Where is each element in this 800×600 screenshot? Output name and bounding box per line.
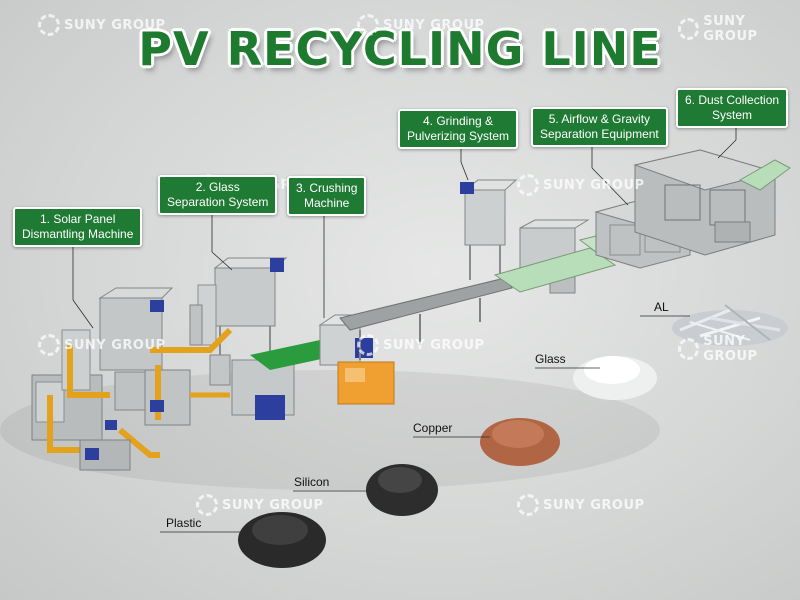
silicon-pile <box>366 464 438 516</box>
gear-logo-icon <box>678 18 700 40</box>
watermark: SUNY GROUP <box>38 14 166 36</box>
watermark: SUNY GROUP <box>678 334 800 364</box>
watermark: SUNY GROUP <box>517 174 645 196</box>
copper-pile <box>480 418 560 466</box>
watermark: SUNY GROUP <box>196 494 324 516</box>
watermark: SUNY GROUP <box>678 14 800 44</box>
gear-logo-icon <box>38 14 60 36</box>
gear-logo-icon <box>196 494 218 516</box>
step-4-label: 4. Grinding & Pulverizing System <box>398 109 519 149</box>
step-2-label: 2. Glass Separation System <box>158 175 278 215</box>
glass-separation-system <box>144 257 288 426</box>
gear-logo-icon <box>678 338 700 360</box>
step-6-label: 6. Dust Collection System <box>676 88 789 128</box>
watermark: SUNY GROUP <box>517 494 645 516</box>
inclined-conveyor <box>339 277 513 360</box>
plastic-pile <box>238 512 326 568</box>
watermark: SUNY GROUP <box>38 334 166 356</box>
watermark: SUNY GROUP <box>357 334 485 356</box>
gear-logo-icon <box>517 494 539 516</box>
gear-logo-icon <box>38 334 60 356</box>
step-5-label: 5. Airflow & Gravity Separation Equipmen… <box>531 107 668 147</box>
glass-pile <box>573 356 657 400</box>
material-label-silicon: Silicon <box>294 475 330 489</box>
material-label-plastic: Plastic <box>166 516 202 530</box>
gear-logo-icon <box>517 174 539 196</box>
step-1-label: 1. Solar Panel Dismantling Machine <box>13 207 143 247</box>
watermark: SUNY GROUP <box>357 14 485 36</box>
material-label-copper: Copper <box>413 421 453 435</box>
al-pile <box>672 304 788 346</box>
page-title: PV RECYCLING LINE <box>138 22 662 76</box>
gear-logo-icon <box>357 334 379 356</box>
dust-collection-system <box>633 149 791 256</box>
gear-logo-icon <box>357 14 379 36</box>
material-label-al: AL <box>654 300 669 314</box>
step-3-label: 3. Crushing Machine <box>287 176 367 216</box>
material-label-glass: Glass <box>535 352 566 366</box>
